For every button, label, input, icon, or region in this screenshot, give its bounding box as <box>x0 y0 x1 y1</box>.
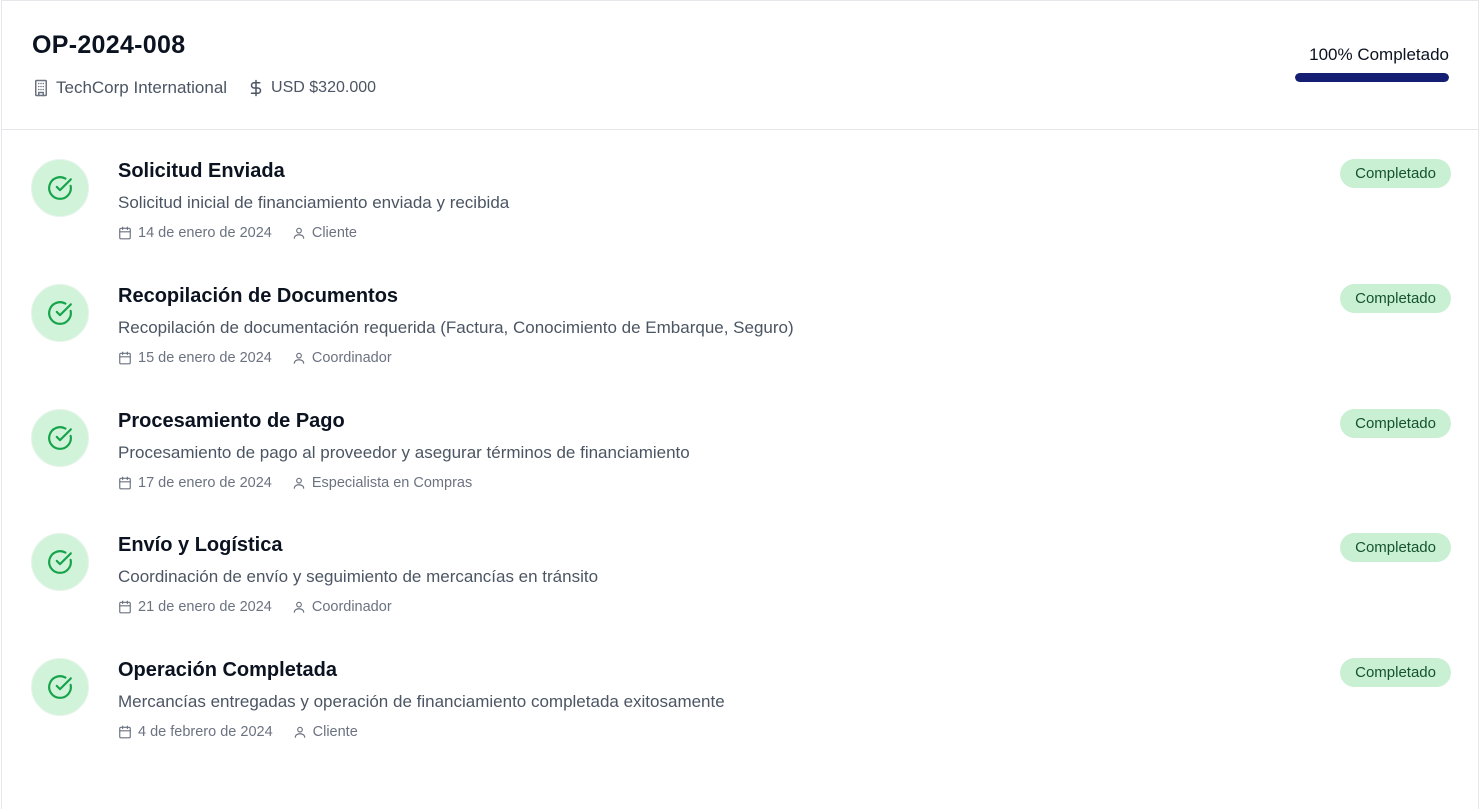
step-description: Procesamiento de pago al proveedor y ase… <box>118 442 690 462</box>
status-badge: Completado <box>1340 533 1451 563</box>
step-role: Coordinador <box>292 599 392 615</box>
calendar-icon <box>118 725 132 739</box>
step-title: Solicitud Enviada <box>118 160 285 182</box>
check-circle-icon <box>31 408 89 467</box>
calendar-icon <box>118 600 132 614</box>
dollar-sign-icon <box>247 78 265 98</box>
status-badge: Completado <box>1340 283 1451 313</box>
step-role-text: Coordinador <box>311 349 392 366</box>
company-name: TechCorp International <box>56 78 228 97</box>
step-role-text: Coordinador <box>311 599 392 616</box>
step-title: Procesamiento de Pago <box>118 409 345 432</box>
status-badge: Completado <box>1340 658 1451 688</box>
step-date: 4 de febrero de 2024 <box>118 724 273 740</box>
step-info: 15 de enero de 2024 Coordinador <box>118 350 392 366</box>
step-role-text: Cliente <box>311 225 357 241</box>
step-date-text: 21 de enero de 2024 <box>138 599 272 616</box>
step-date-text: 14 de enero de 2024 <box>138 225 272 241</box>
user-icon <box>292 351 306 365</box>
user-icon <box>292 476 306 490</box>
progress-bar <box>1295 73 1449 82</box>
check-circle-icon <box>31 533 89 592</box>
operation-id: OP-2024-008 <box>32 31 186 59</box>
amount-value: USD $320.000 <box>271 79 377 96</box>
check-circle-icon <box>31 658 89 717</box>
status-badge: Completado <box>1340 159 1451 188</box>
user-icon <box>293 725 307 739</box>
step-date: 15 de enero de 2024 <box>118 350 272 366</box>
status-badge: Completado <box>1340 408 1451 438</box>
progress-label: 100% Completado <box>1309 45 1449 64</box>
step-title: Operación Completada <box>118 659 337 682</box>
step-date-text: 4 de febrero de 2024 <box>138 724 273 741</box>
step-info: 21 de enero de 2024 Coordinador <box>118 599 392 615</box>
step-role: Cliente <box>293 724 358 740</box>
step-info: 17 de enero de 2024 Especialista en Compr… <box>118 475 472 491</box>
step-title: Envío y Logística <box>118 534 283 557</box>
step-description: Coordinación de envío y seguimiento de m… <box>118 567 599 587</box>
company-info: TechCorp International <box>32 78 227 98</box>
step-date: 17 de enero de 2024 <box>118 475 272 491</box>
step-role: Cliente <box>292 225 357 241</box>
step-description: Mercancías entregadas y operación de fin… <box>118 692 725 712</box>
calendar-icon <box>118 226 132 240</box>
step-date-text: 17 de enero de 2024 <box>138 474 272 491</box>
progress-indicator: 100% Completado <box>1295 45 1449 82</box>
step-info: 14 de enero de 2024 Cliente <box>118 225 357 241</box>
building-icon <box>32 79 50 97</box>
step-date: 14 de enero de 2024 <box>118 225 272 241</box>
step-title: Recopilación de Documentos <box>118 284 399 307</box>
step-role-text: Cliente <box>312 724 358 741</box>
check-circle-icon <box>31 159 89 217</box>
step-role: Coordinador <box>292 350 392 366</box>
check-circle-icon <box>31 283 89 342</box>
step-date-text: 15 de enero de 2024 <box>138 349 272 366</box>
user-icon <box>292 226 306 240</box>
step-date: 21 de enero de 2024 <box>118 599 272 615</box>
step-info: 4 de febrero de 2024 Cliente <box>118 724 358 740</box>
calendar-icon <box>118 351 132 365</box>
amount-info: USD $320.000 <box>247 78 376 98</box>
user-icon <box>292 600 306 614</box>
step-role-text: Especialista en Compras <box>311 474 473 491</box>
calendar-icon <box>118 476 132 490</box>
step-role: Especialista en Compras <box>292 475 472 491</box>
progress-bar-fill <box>1295 73 1449 82</box>
operation-meta: TechCorp International USD $320.000 <box>32 78 376 98</box>
operation-header: OP-2024-008 TechCorp International <box>2 1 1478 130</box>
step-description: Recopilación de documentación requerida … <box>118 317 794 337</box>
step-description: Solicitud inicial de financiamiento envi… <box>118 193 510 212</box>
